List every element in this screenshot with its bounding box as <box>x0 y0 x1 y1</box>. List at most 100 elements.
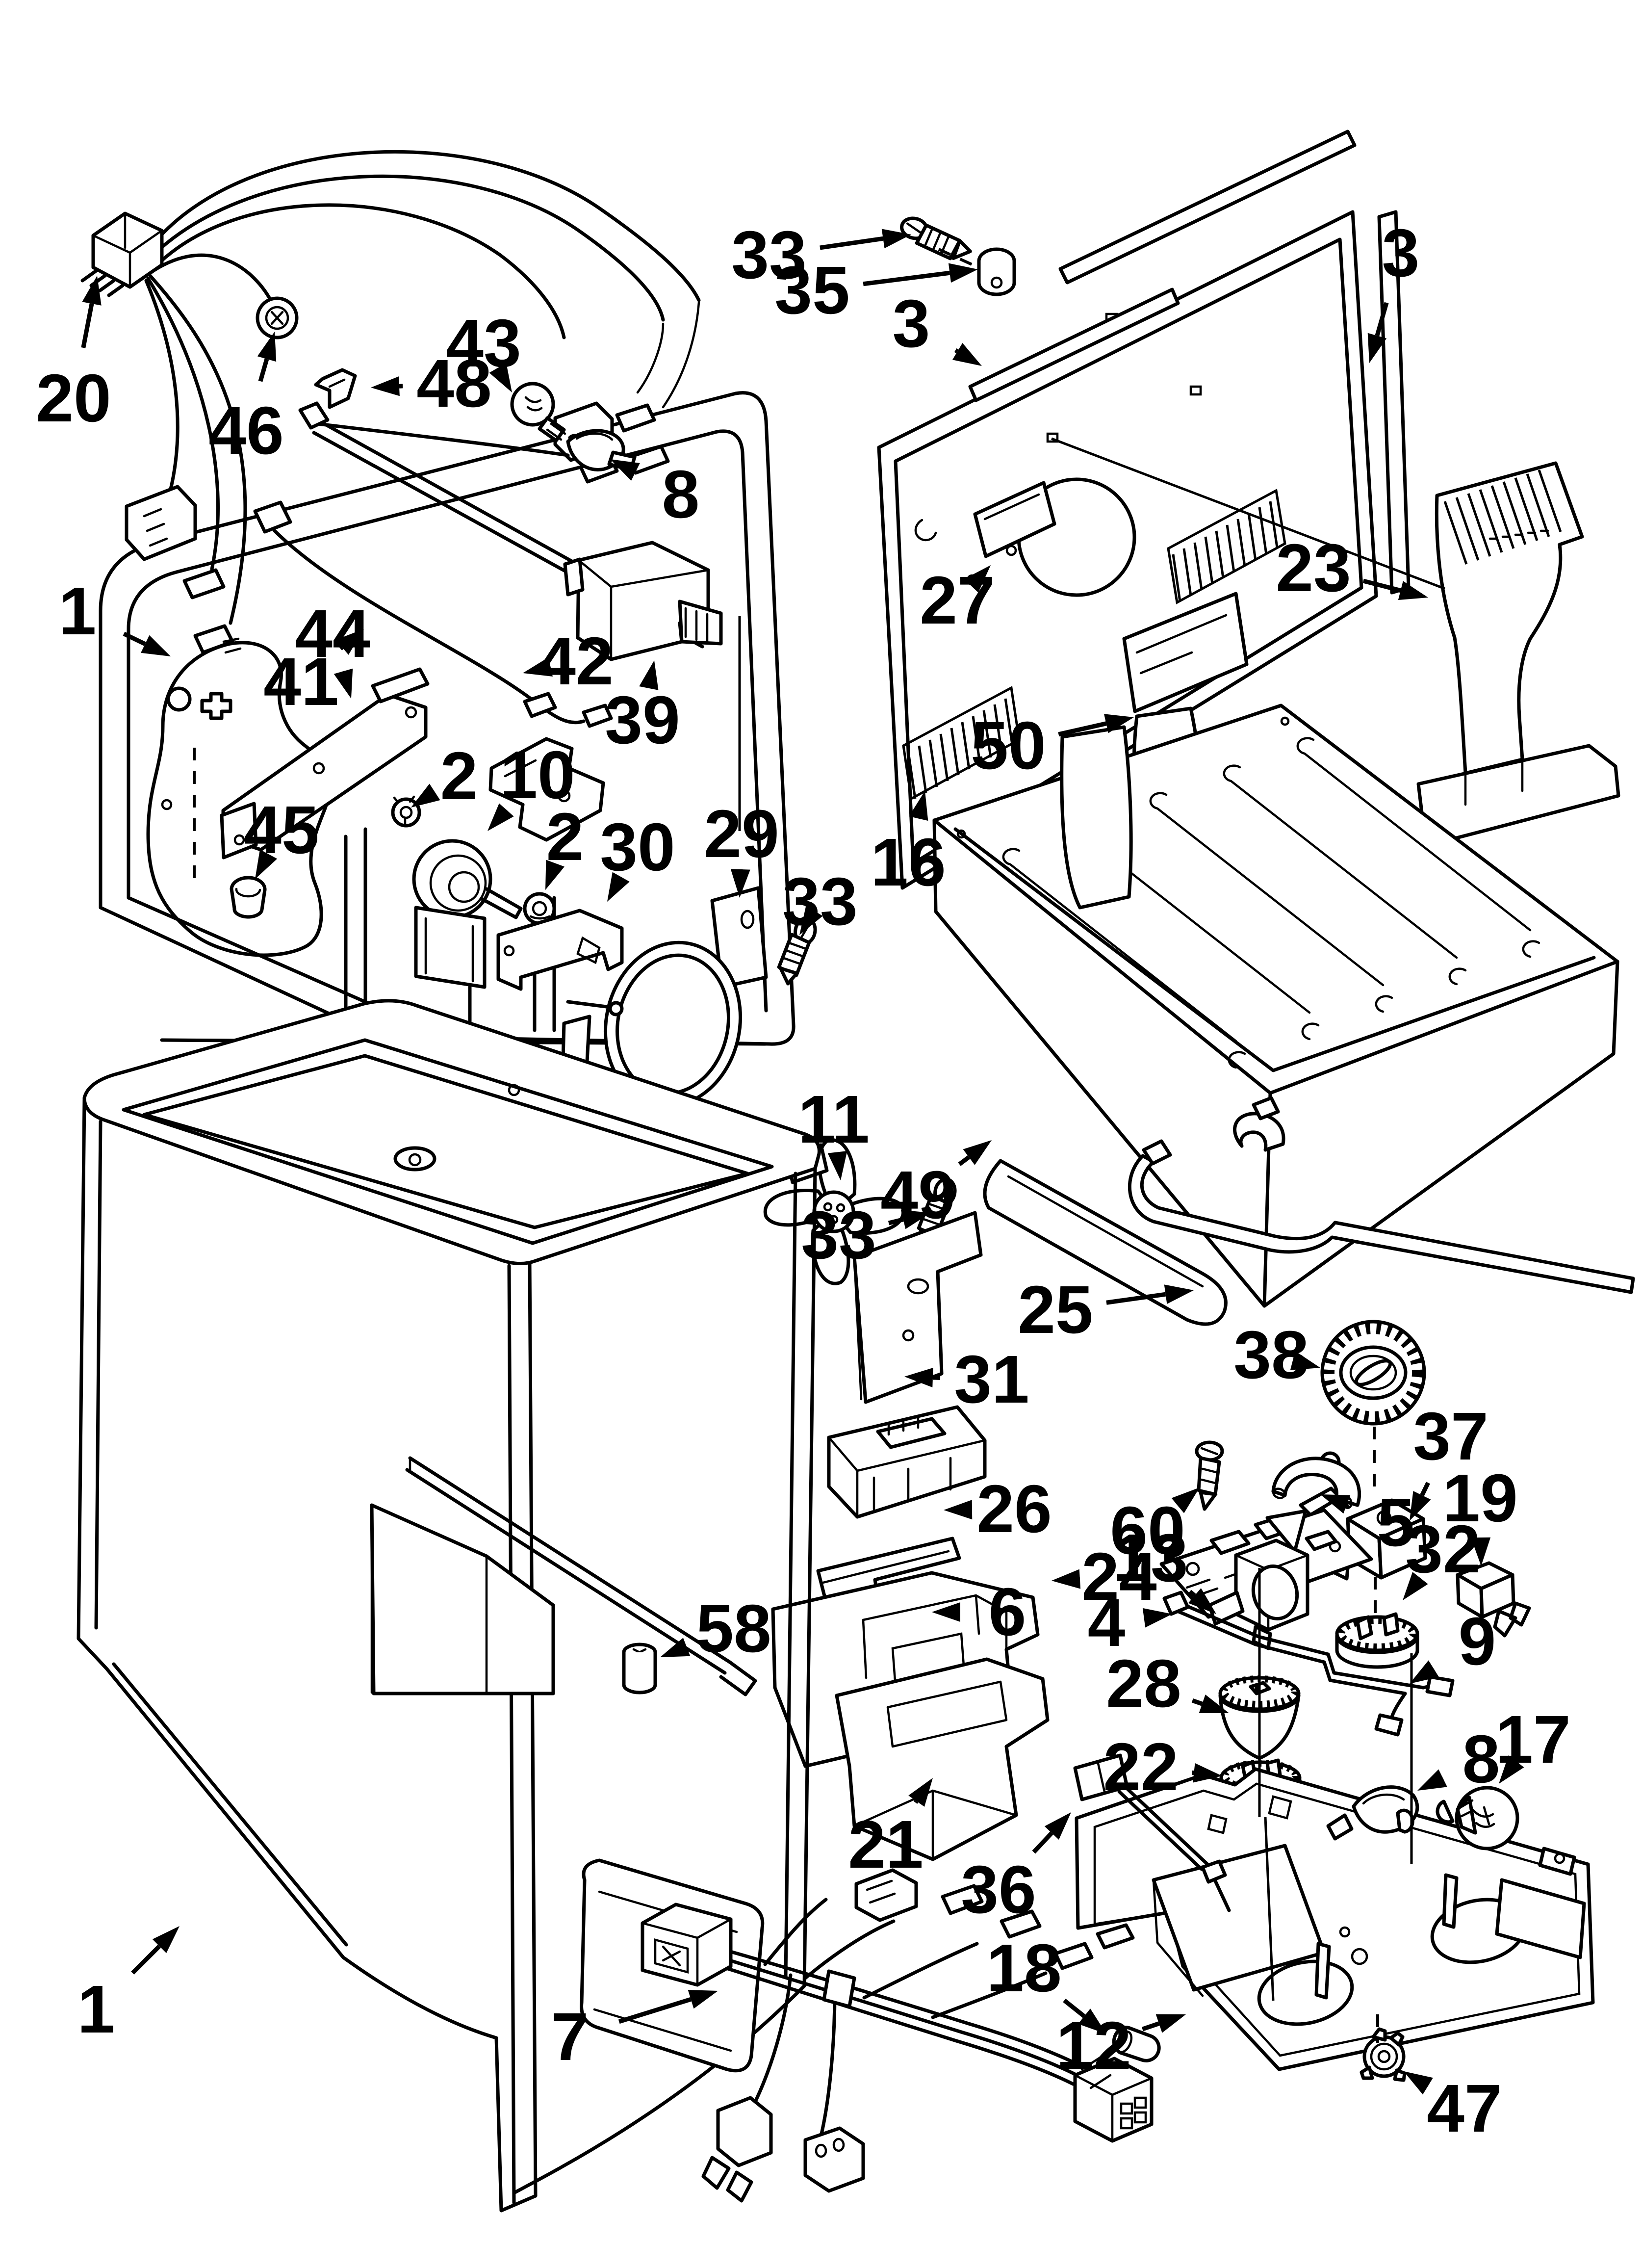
callout-arrow-head <box>660 1638 691 1657</box>
callout-number-50: 50 <box>971 708 1046 783</box>
callout-arrow-head <box>1499 1755 1524 1784</box>
callout-number-41: 41 <box>263 644 339 720</box>
callout-number-33: 33 <box>801 1198 876 1273</box>
part-thermostat-wire <box>253 500 613 728</box>
part-hole-plug-45 <box>230 876 267 919</box>
callout-arrow-head <box>1171 1487 1200 1513</box>
callout-11-25: 11 <box>798 1082 870 1180</box>
callout-arrow-head <box>610 459 640 481</box>
callout-number-48: 48 <box>416 346 492 421</box>
callout-number-13: 13 <box>1113 1520 1188 1596</box>
callout-arrow-head <box>688 1990 718 2009</box>
part-screw-33-top <box>900 216 972 261</box>
callout-27-10: 27 <box>920 563 995 638</box>
callout-arrow-head <box>82 276 102 306</box>
callout-arrow-line <box>618 1997 692 2024</box>
callout-number-35: 35 <box>774 253 850 328</box>
callout-42-16: 42 <box>523 624 614 699</box>
callout-50-11: 50 <box>971 708 1134 783</box>
callout-arrow-head <box>948 263 978 283</box>
part-screw-60 <box>1195 1440 1224 1511</box>
callout-number-43: 43 <box>446 306 521 381</box>
callout-arrow-line <box>339 645 344 651</box>
callout-number-24: 24 <box>1081 1539 1157 1615</box>
callout-39-17: 39 <box>605 660 680 758</box>
callout-arrow-head <box>1471 1537 1491 1566</box>
callout-number-58: 58 <box>696 1591 771 1667</box>
part-drain-pan <box>932 704 1619 1308</box>
callout-arrow-line <box>958 1155 971 1166</box>
leader-lines <box>193 248 1445 2043</box>
part-damper-13 <box>1207 1509 1309 1650</box>
callout-arrow-line <box>1063 1998 1086 2018</box>
callout-number-7: 7 <box>551 1999 589 2075</box>
callout-arrow-head <box>1188 1588 1216 1614</box>
callout-37-35: 37 <box>1410 1399 1488 1521</box>
callout-25-28: 25 <box>1018 1272 1194 1348</box>
callout-43-3: 43 <box>446 306 521 392</box>
part-spacer-35 <box>977 247 1016 296</box>
callout-arrow-head <box>963 1140 992 1165</box>
callout-arrow-head <box>1078 2008 1106 2034</box>
part-control-block-26 <box>827 1405 987 1519</box>
callout-number-1: 1 <box>77 1972 115 2047</box>
callout-10-20: 10 <box>487 737 575 831</box>
part-drain-fork <box>1128 1096 1635 1294</box>
part-light-housing-12 <box>1075 1767 1595 2071</box>
callout-arrow-head <box>411 783 440 808</box>
callout-number-45: 45 <box>244 792 319 868</box>
callout-arrow-head <box>799 906 823 935</box>
callout-arrow-head <box>1367 333 1387 363</box>
callout-arrow-head <box>1142 1608 1172 1628</box>
callout-arrow-head <box>904 1367 933 1387</box>
part-retainer-clip <box>314 368 357 409</box>
callout-arrow-line <box>1032 1831 1053 1854</box>
callout-arrow-line <box>954 348 959 354</box>
callout-arrow-line <box>1188 1590 1196 1597</box>
callout-number-6: 6 <box>989 1574 1026 1650</box>
callout-1-13: 1 <box>59 574 171 656</box>
callout-number-46: 46 <box>208 393 284 469</box>
callout-number-42: 42 <box>538 624 614 699</box>
callout-number-23: 23 <box>1276 530 1351 606</box>
callout-arrow-head <box>257 332 277 362</box>
part-ice-container <box>563 541 723 661</box>
callout-arrow-head <box>334 668 353 699</box>
callout-arrow-head <box>1320 1494 1351 1514</box>
callout-arrow-head <box>1052 1569 1081 1589</box>
callout-number-16: 16 <box>871 825 946 900</box>
callout-number-26: 26 <box>976 1471 1052 1547</box>
callout-number-4: 4 <box>1088 1585 1126 1661</box>
part-motor-bracket <box>496 909 624 991</box>
callout-number-3: 3 <box>1382 215 1420 291</box>
callout-31-29: 31 <box>904 1342 1029 1417</box>
callout-24-40: 24 <box>1052 1539 1157 1615</box>
callout-number-37: 37 <box>1413 1399 1488 1474</box>
callout-number-19: 19 <box>1442 1460 1518 1536</box>
part-grommet-47 <box>1360 2027 1407 2082</box>
callout-arrow-head <box>1164 1284 1194 1304</box>
callout-number-3: 3 <box>893 286 930 362</box>
callout-arrow-line <box>1375 302 1389 337</box>
callout-number-8: 8 <box>1462 1721 1500 1797</box>
callout-arrow-head <box>545 860 564 890</box>
leader-line <box>1264 1817 1275 2001</box>
callout-arrow-line <box>1420 1482 1430 1496</box>
callout-arrow-line <box>820 236 884 250</box>
callout-number-25: 25 <box>1018 1272 1093 1348</box>
callout-2-21: 2 <box>545 799 584 890</box>
callout-arrow-head <box>730 869 750 898</box>
callout-number-22: 22 <box>1103 1729 1179 1805</box>
callout-arrow-line <box>258 358 269 382</box>
callout-number-21: 21 <box>848 1807 924 1882</box>
callout-arrow-head <box>152 1926 180 1954</box>
callout-60-32: 60 <box>1110 1487 1200 1568</box>
callout-arrow-head <box>909 791 928 821</box>
part-fan-grommet-a <box>391 795 421 828</box>
part-mount-bracket <box>220 667 430 860</box>
callout-arrow-head <box>1410 1660 1439 1684</box>
callout-arrow-head <box>523 657 553 677</box>
callout-arrow-head <box>1410 1491 1431 1521</box>
